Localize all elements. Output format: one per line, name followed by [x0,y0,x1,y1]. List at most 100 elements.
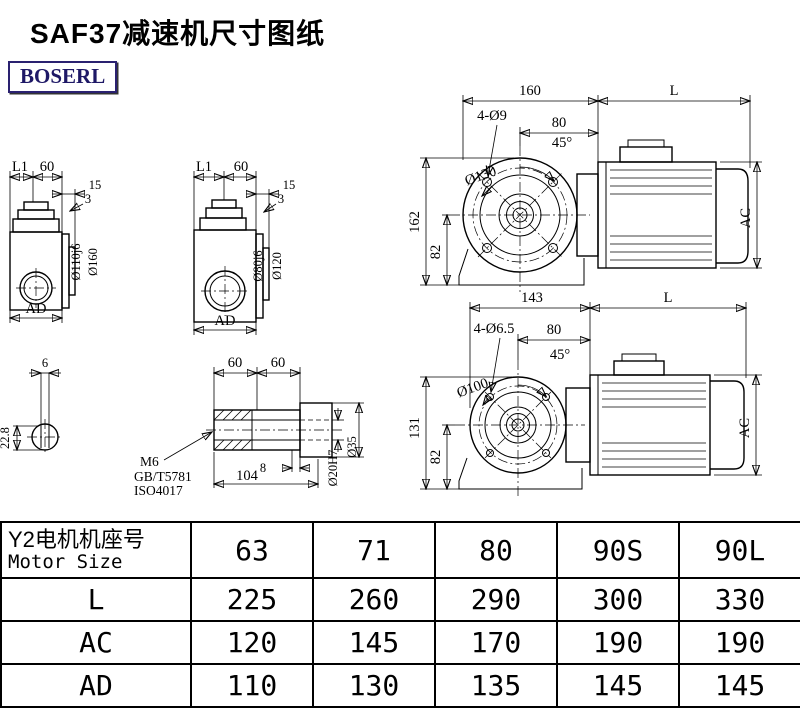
dim-label-bolts: 4-Ø9 [477,108,507,124]
dimension-60-60: 60 60 [214,355,300,410]
dim-label: 22.8 [0,427,12,449]
drawing-shaft-detail: 60 60 M6 [134,355,364,498]
standard-label: ISO4017 [134,483,183,498]
dim-label: AD [26,301,47,317]
dim-label: AD [215,313,236,329]
thread-callout: M6 GB/T5781 ISO4017 [134,432,212,498]
cell: 260 [312,577,436,622]
dimension-80-bolts-angle: 80 4-Ø9 45° Ø130 [463,108,598,196]
dim-label: 143 [521,290,543,306]
cell: 145 [312,620,436,665]
motor-size-71: 71 [312,521,436,579]
motor-size-80: 80 [434,521,558,579]
row-label: AC [0,620,192,665]
dimension-ac: AC [714,375,762,475]
dim-label-bolts: 4-Ø6.5 [474,321,515,337]
dim-label: 160 [519,83,541,99]
table-row-ad: AD 110 130 135 145 145 [0,663,800,708]
dim-label: 3 [278,192,284,206]
dim-label: AC [738,208,754,228]
drawing-flange-view-bottom: 143 L 80 4-Ø6.5 45° Ø100 131 [407,290,762,496]
cell: 145 [678,663,800,708]
dim-label: 8 [260,461,266,475]
motor-size-90l: 90L [678,521,800,579]
dim-label: L1 [196,159,212,175]
dimension-160-L: 160 L [463,83,750,168]
motor-outline [565,353,745,476]
dim-label-spigot-dia: Ø80j6 [251,250,265,281]
dim-label: 60 [234,159,249,175]
dim-label: 104 [236,468,259,484]
drawing-shaft-end-view: 6 22.8 [0,356,63,455]
thread-label: M6 [140,454,159,469]
table-header-row: Y2电机机座号 Motor Size 63 71 80 90S 90L [0,521,800,579]
cell: 170 [434,620,558,665]
dim-label: Ø35 [345,436,359,458]
dim-label: 80 [547,322,562,338]
row-label: AD [0,663,192,708]
cell: 135 [434,663,558,708]
motor-size-header-cn: Y2电机机座号 [8,526,145,552]
dim-label: 6 [42,356,48,370]
dimension-162-82: 162 82 [407,158,514,285]
motor-outline [576,139,749,269]
dim-label: 3 [85,192,91,206]
flange-circles [450,146,590,292]
dim-label: 162 [407,211,423,233]
dim-label: 60 [271,355,286,371]
cell: 145 [556,663,680,708]
dim-label: 15 [283,178,296,192]
dim-label: 60 [40,159,55,175]
dim-label: L [670,83,679,99]
cell: 190 [678,620,800,665]
dim-label: L [664,290,673,306]
cell: 330 [678,577,800,622]
motor-size-header: Y2电机机座号 Motor Size [0,521,192,579]
dimension-ad: AD [10,301,62,323]
gearbox-body-outline [9,201,76,311]
dim-label-flange-dia: Ø120 [270,252,284,280]
cell: 225 [190,577,314,622]
gearbox-body-outline [193,199,270,323]
row-label: L [0,577,192,622]
cell: 110 [190,663,314,708]
cell: 130 [312,663,436,708]
technical-drawing: L1 60 15 3 Ø110j6 Ø160 AD [0,83,762,498]
dim-label: Ø20H7 [326,450,340,487]
dim-label: 60 [228,355,243,371]
dim-label-angle: 45° [552,135,573,151]
drawing-side-view-large: L1 60 15 3 Ø110j6 Ø160 AD [10,159,101,323]
cell: 120 [190,620,314,665]
dimension-143-L: 143 L [470,290,746,408]
motor-size-90s: 90S [556,521,680,579]
dim-label-spigot-dia: Ø110j6 [69,243,83,280]
dim-label: 82 [428,450,444,465]
dim-label-flange-dia: Ø160 [86,248,100,276]
drawing-flange-view-top: 160 L 80 4-Ø9 45° Ø130 162 [407,83,762,292]
dim-label-bolt-circle: Ø100 [455,375,491,401]
dimension-ad: AD [194,313,256,335]
dim-label: 131 [407,417,423,439]
dimension-l1-60: L1 60 [194,159,256,230]
motor-size-63: 63 [190,521,314,579]
shaft-outline [206,402,342,458]
dim-label-angle: 45° [550,347,571,363]
cell: 300 [556,577,680,622]
dimension-l1-60: L1 60 [10,159,62,232]
dimension-table: Y2电机机座号 Motor Size 63 71 80 90S 90L L 22… [0,521,800,708]
dimension-8-104: 8 104 [214,450,318,488]
cell: 190 [556,620,680,665]
dim-label: 15 [89,178,102,192]
table-row-ac: AC 120 145 170 190 190 [0,620,800,665]
dimension-131-82: 131 82 [407,377,512,489]
dimension-15-3: 15 3 [246,178,295,248]
dimension-15-3: 15 3 [52,178,101,247]
cell: 290 [434,577,558,622]
dim-label: 80 [552,115,567,131]
brand-logo: BOSERL [8,61,118,93]
dimension-bore-dia: Ø20H7 Ø35 [326,403,364,486]
motor-size-header-en: Motor Size [8,551,123,574]
drawing-side-view-small: L1 60 15 3 Ø80j6 Ø120 AD [194,159,295,335]
page-title: SAF37减速机尺寸图纸 [30,18,326,49]
